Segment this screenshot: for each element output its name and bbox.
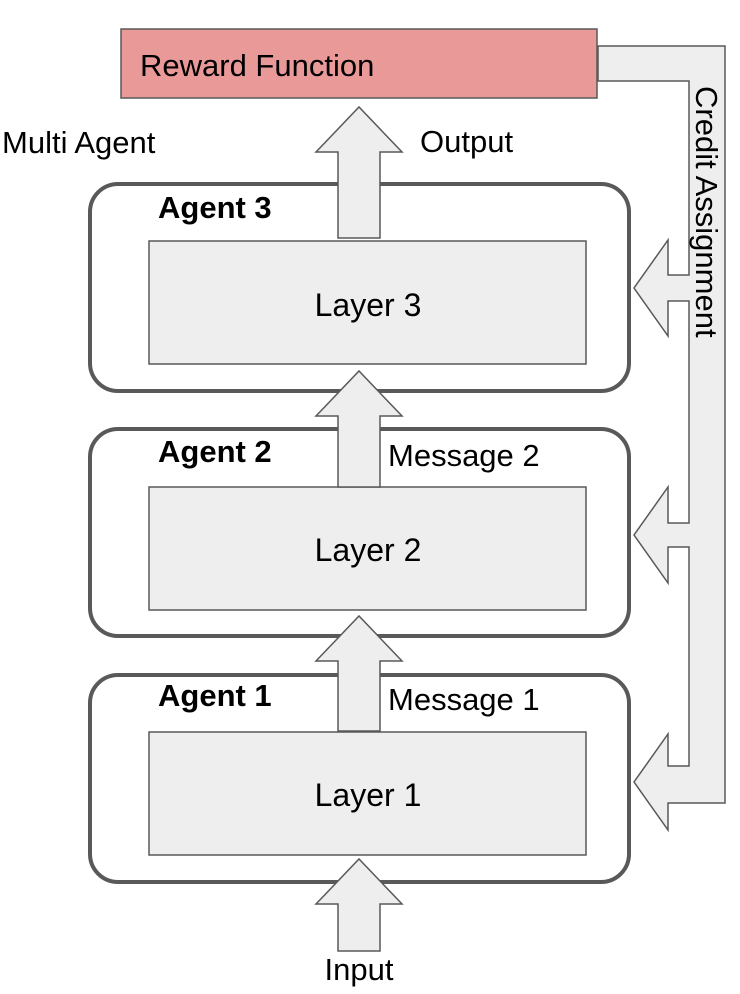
reward-function-box <box>120 28 598 99</box>
layer-2-box <box>148 486 587 611</box>
agent-2-title: Agent 2 <box>158 434 272 469</box>
message-2-label: Message 2 <box>388 438 540 473</box>
input-arrow <box>314 857 404 952</box>
agent-3-title: Agent 3 <box>158 190 272 225</box>
layer-3-box <box>148 240 587 365</box>
message-1-label: Message 1 <box>388 682 540 717</box>
message-1-arrow <box>314 614 404 732</box>
message-2-arrow <box>314 369 404 488</box>
reward-function-label: Reward Function <box>140 48 374 83</box>
layer-2-label: Layer 2 <box>315 532 422 568</box>
output-label: Output <box>420 124 513 159</box>
credit-assignment-label: Credit Assignment <box>689 86 724 338</box>
layer-1-box <box>148 731 587 856</box>
credit-assignment-path <box>597 45 726 833</box>
agent-1-title: Agent 1 <box>158 678 272 713</box>
layer-1-label: Layer 1 <box>315 777 422 813</box>
output-arrow <box>314 105 404 239</box>
multi-agent-label: Multi Agent <box>2 125 156 160</box>
input-label: Input <box>325 952 394 987</box>
layer-3-label: Layer 3 <box>315 287 422 323</box>
